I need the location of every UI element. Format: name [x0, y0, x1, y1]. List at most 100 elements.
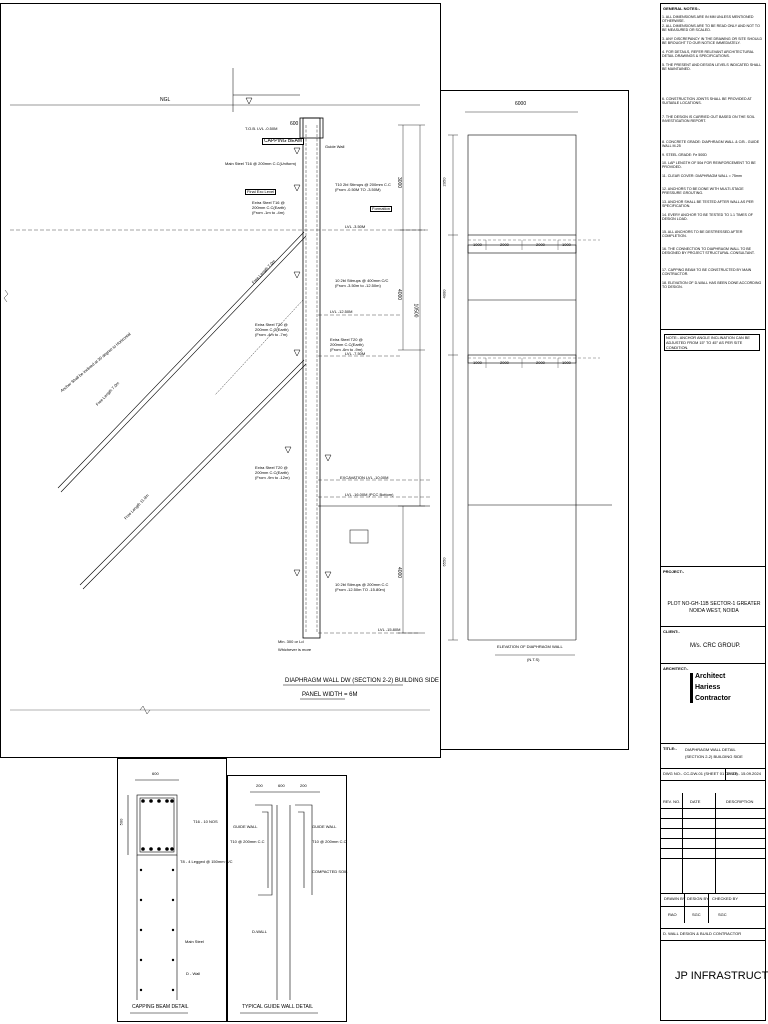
- checked-by-label: CHECKED BY: [712, 896, 739, 901]
- client-value: M/s. CRC GROUP.: [690, 643, 741, 649]
- general-notes-title: GENERAL NOTES:-: [663, 6, 701, 11]
- level-3: EXCAVATION LVL -10.00M: [340, 475, 389, 480]
- level-1: LVL -3.50M: [345, 224, 366, 229]
- level-top: T.O.B. LVL -0.50M: [245, 126, 278, 131]
- architect-line-3: Contractor: [695, 695, 731, 702]
- elevation-dim-1: 2050: [441, 177, 447, 187]
- title-label: TITLE:-: [663, 746, 677, 751]
- architect-logo: Architect Hariess Contractor: [690, 673, 745, 713]
- title-line-2: (SECTION 2-2) BUILDING SIDE: [685, 754, 743, 759]
- extra-steel-1-label: Extra Steel T16 @ 200mm C.C(Earth) (From…: [252, 200, 286, 215]
- note-line: 17. CAPPING BEAM TO BE CONSTRUCTED BY MA…: [662, 268, 752, 277]
- title-line-1: DIAPHRAGM WALL DETAIL: [685, 747, 736, 752]
- elevation-spacing-3: 2000: [536, 242, 545, 247]
- guide-label-2: T10 @ 200mm C.C: [312, 839, 347, 844]
- level-2: LVL -7.50M: [345, 351, 366, 356]
- stirrups-3-label: 10 2bl Stirrups @ 200mm C.C (From -12.50…: [335, 582, 389, 592]
- elevation-spacing-2: 2000: [500, 242, 509, 247]
- elevation-spacing-b1: 1000: [473, 360, 482, 365]
- level-4: LVL -12.50M: [330, 309, 353, 314]
- elevation-dim-3: 6550: [441, 557, 447, 567]
- design-by-value: SGC: [692, 912, 701, 917]
- note-line: 4. FOR DETAILS, REFER RELEVANT ARCHITECT…: [662, 50, 754, 59]
- dim-4000b: 4000: [396, 566, 403, 579]
- min-embed-label: Min. 300 or Ld: [278, 639, 304, 644]
- dim-10500: 10500: [412, 303, 419, 318]
- section-frame: [0, 3, 441, 758]
- dim-3000: 3000: [396, 176, 403, 189]
- capping-height-dim: 500: [118, 818, 124, 826]
- stirrups-2-label: 10 2bl Stirrups @ 400mm C/C (From -3.50m…: [335, 278, 389, 288]
- elevation-spacing-b3: 2000: [536, 360, 545, 365]
- section-subtitle: PANEL WIDTH = 6M: [302, 692, 358, 698]
- guide-dim-3: 200: [300, 783, 307, 788]
- project-value: PLOT NO-GH-11B SECTOR-1 GREATER NOIDA WE…: [667, 601, 761, 614]
- note-line: 2. ALL DIMENSIONS ARE TO BE READ ONLY AN…: [662, 24, 760, 33]
- contractor-name: JP INFRASTRUCTRE: [675, 970, 768, 982]
- guide-label-1: T10 @ 200mm C.C: [230, 839, 265, 844]
- guide-label-6: D-WALL: [252, 929, 267, 934]
- extra-steel-3-label: Extra Steel T20 @ 200mm C.C(Earth) (From…: [330, 337, 364, 352]
- capping-width-dim: 600: [152, 771, 159, 776]
- capping-beam-label: CAPPING BEAM: [262, 138, 305, 145]
- client-label: CLIENT:-: [663, 629, 680, 634]
- guide-detail-frame: [227, 775, 347, 1022]
- section-svg: [3, 68, 430, 715]
- project-label: PROJECT:-: [663, 569, 685, 574]
- title-block: GENERAL NOTES:- 1. ALL DIMENSIONS ARE IN…: [660, 3, 768, 1021]
- note-line: 13. ANCHOR SHALL BE TESTED AFTER WALL AS…: [662, 200, 754, 209]
- note-line: 7. THE DESIGN IS CARRIED OUT BASED ON TH…: [662, 115, 755, 124]
- note-line: 10. LAP LENGTH OF 50d FOR REINFORCEMENT …: [662, 161, 756, 170]
- guide-title: TYPICAL GUIDE WALL DETAIL: [242, 1004, 314, 1010]
- rev-header-no: REV. NO.: [663, 799, 681, 804]
- design-by-label: DESIGN BY: [687, 896, 709, 901]
- capping-label-3: Main Steel: [185, 939, 204, 944]
- rev-header-date: DATE: [690, 799, 701, 804]
- extra-steel-2-label: Extra Steel T20 @ 200mm C.C(Earth) (From…: [255, 322, 289, 337]
- contractor-label: D. WALL DESIGN & BUILD CONTRACTOR: [663, 931, 742, 936]
- note-line: 9. STEEL GRADE: Fe 500D: [662, 153, 707, 157]
- elevation-spacing-1: 1000: [473, 242, 482, 247]
- elevation-width-dim: 6000: [515, 101, 527, 107]
- rev-header-description: DESCRIPTION: [726, 799, 754, 804]
- capping-label-2: T8 - 4 Legged @ 150mm C/C: [180, 859, 233, 864]
- elevation-spacing-4: 1000: [562, 242, 571, 247]
- checked-by-value: SGC: [718, 912, 727, 917]
- extra-steel-4-label: Extra Steel T20 @ 200mm C.C(Earth) (From…: [255, 465, 290, 480]
- capping-label-1: T16 - 10 NOS: [193, 819, 218, 824]
- section-title: DIAPHRAGM WALL DW (SECTION 2-2) BUILDING…: [285, 678, 439, 684]
- guide-wall-label: Guide Wall: [325, 144, 345, 149]
- note-line: 16. THE CONNECTION TO DIAPHRAGM WALL TO …: [662, 247, 755, 256]
- note-line: 1. ALL DIMENSIONS ARE IN MM UNLESS MENTI…: [662, 15, 754, 24]
- note-line: 14. EVERY ANCHOR TO BE TESTED TO 1.1 TIM…: [662, 213, 753, 222]
- main-steel-label: Main Steel T16 @ 200mm C.C(Uniform): [225, 161, 297, 166]
- capping-title: CAPPING BEAM DETAIL: [132, 1004, 189, 1010]
- elevation-spacing-b2: 2000: [500, 360, 509, 365]
- capping-beam: [299, 117, 324, 139]
- title-block-frame: [660, 3, 766, 1021]
- note-line: 6. CONSTRUCTION JOINTS SHALL BE PROVIDED…: [662, 97, 752, 106]
- ngl-label: NGL: [160, 97, 171, 103]
- final-exc-label: Final Exc Level: [245, 189, 277, 195]
- guide-dim-2: 600: [278, 783, 285, 788]
- note-box: NOTE:- ANCHOR ANGLE INCLINATION CAN BE A…: [664, 334, 760, 351]
- dim-600: 600: [290, 121, 299, 127]
- drawn-by-value: RAO: [668, 912, 677, 917]
- note-line: 15. ALL ANCHORS TO BE DESTRESSED AFTER C…: [662, 230, 743, 239]
- note-line: 3. ANY DISCREPANCY IN THE DRAWING OR SIT…: [662, 37, 763, 46]
- guide-label-5: COMPACTED SOIL: [312, 869, 348, 874]
- diaphragm-wall: [302, 117, 321, 639]
- elevation-spacing-b4: 1000: [562, 360, 571, 365]
- elevation-frame: [441, 90, 629, 750]
- guide-label-3: GUIDE WALL: [233, 824, 258, 829]
- note-line: 18. ELEVATION OF D-WALL HAS BEEN DONE AC…: [662, 281, 762, 290]
- capping-label-4: D - Wall: [186, 971, 201, 976]
- note-line: 5. THE PRESENT AND DESIGN LEVELS INDICAT…: [662, 63, 762, 72]
- note-line: 12. ANCHORS TO BE DONE WITH MULTI-STAGE …: [662, 187, 744, 196]
- drawing-number: DWG NO:- CC-DW-01 (SHEET 01 OF 02): [663, 771, 738, 776]
- drawn-by-label: DRAWN BY: [664, 896, 686, 901]
- note-line: 11. CLEAR COVER: DIAPHRAGM WALL = 75mm: [662, 174, 742, 178]
- min-embed-label-2: Whichever is more: [278, 647, 312, 652]
- note-line: 8. CONCRETE GRADE: DIAPHRAGM WALL & C/B …: [662, 140, 760, 149]
- architect-line-2: Hariess: [695, 684, 721, 691]
